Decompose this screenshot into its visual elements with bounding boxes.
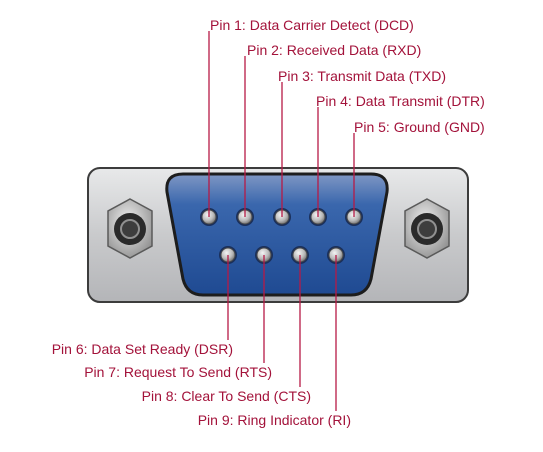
d-shell bbox=[165, 172, 389, 297]
pin-3-label: Pin 3: Transmit Data (TXD) bbox=[278, 68, 447, 84]
pin-4-label: Pin 4: Data Transmit (DTR) bbox=[316, 93, 485, 109]
pin-6-label: Pin 6: Data Set Ready (DSR) bbox=[51, 341, 233, 357]
leader-lines bbox=[208, 31, 355, 411]
pin-9-label: Pin 9: Ring Indicator (RI) bbox=[197, 412, 351, 428]
pin-5-label: Pin 5: Ground (GND) bbox=[354, 119, 485, 135]
pin-2-label: Pin 2: Received Data (RXD) bbox=[247, 42, 422, 58]
left-hex-nut bbox=[107, 198, 153, 259]
pin-7-label: Pin 7: Request To Send (RTS) bbox=[84, 364, 272, 380]
pin-8-label: Pin 8: Clear To Send (CTS) bbox=[141, 388, 311, 404]
right-hex-nut bbox=[404, 198, 450, 259]
pin-1-label: Pin 1: Data Carrier Detect (DCD) bbox=[210, 17, 414, 33]
